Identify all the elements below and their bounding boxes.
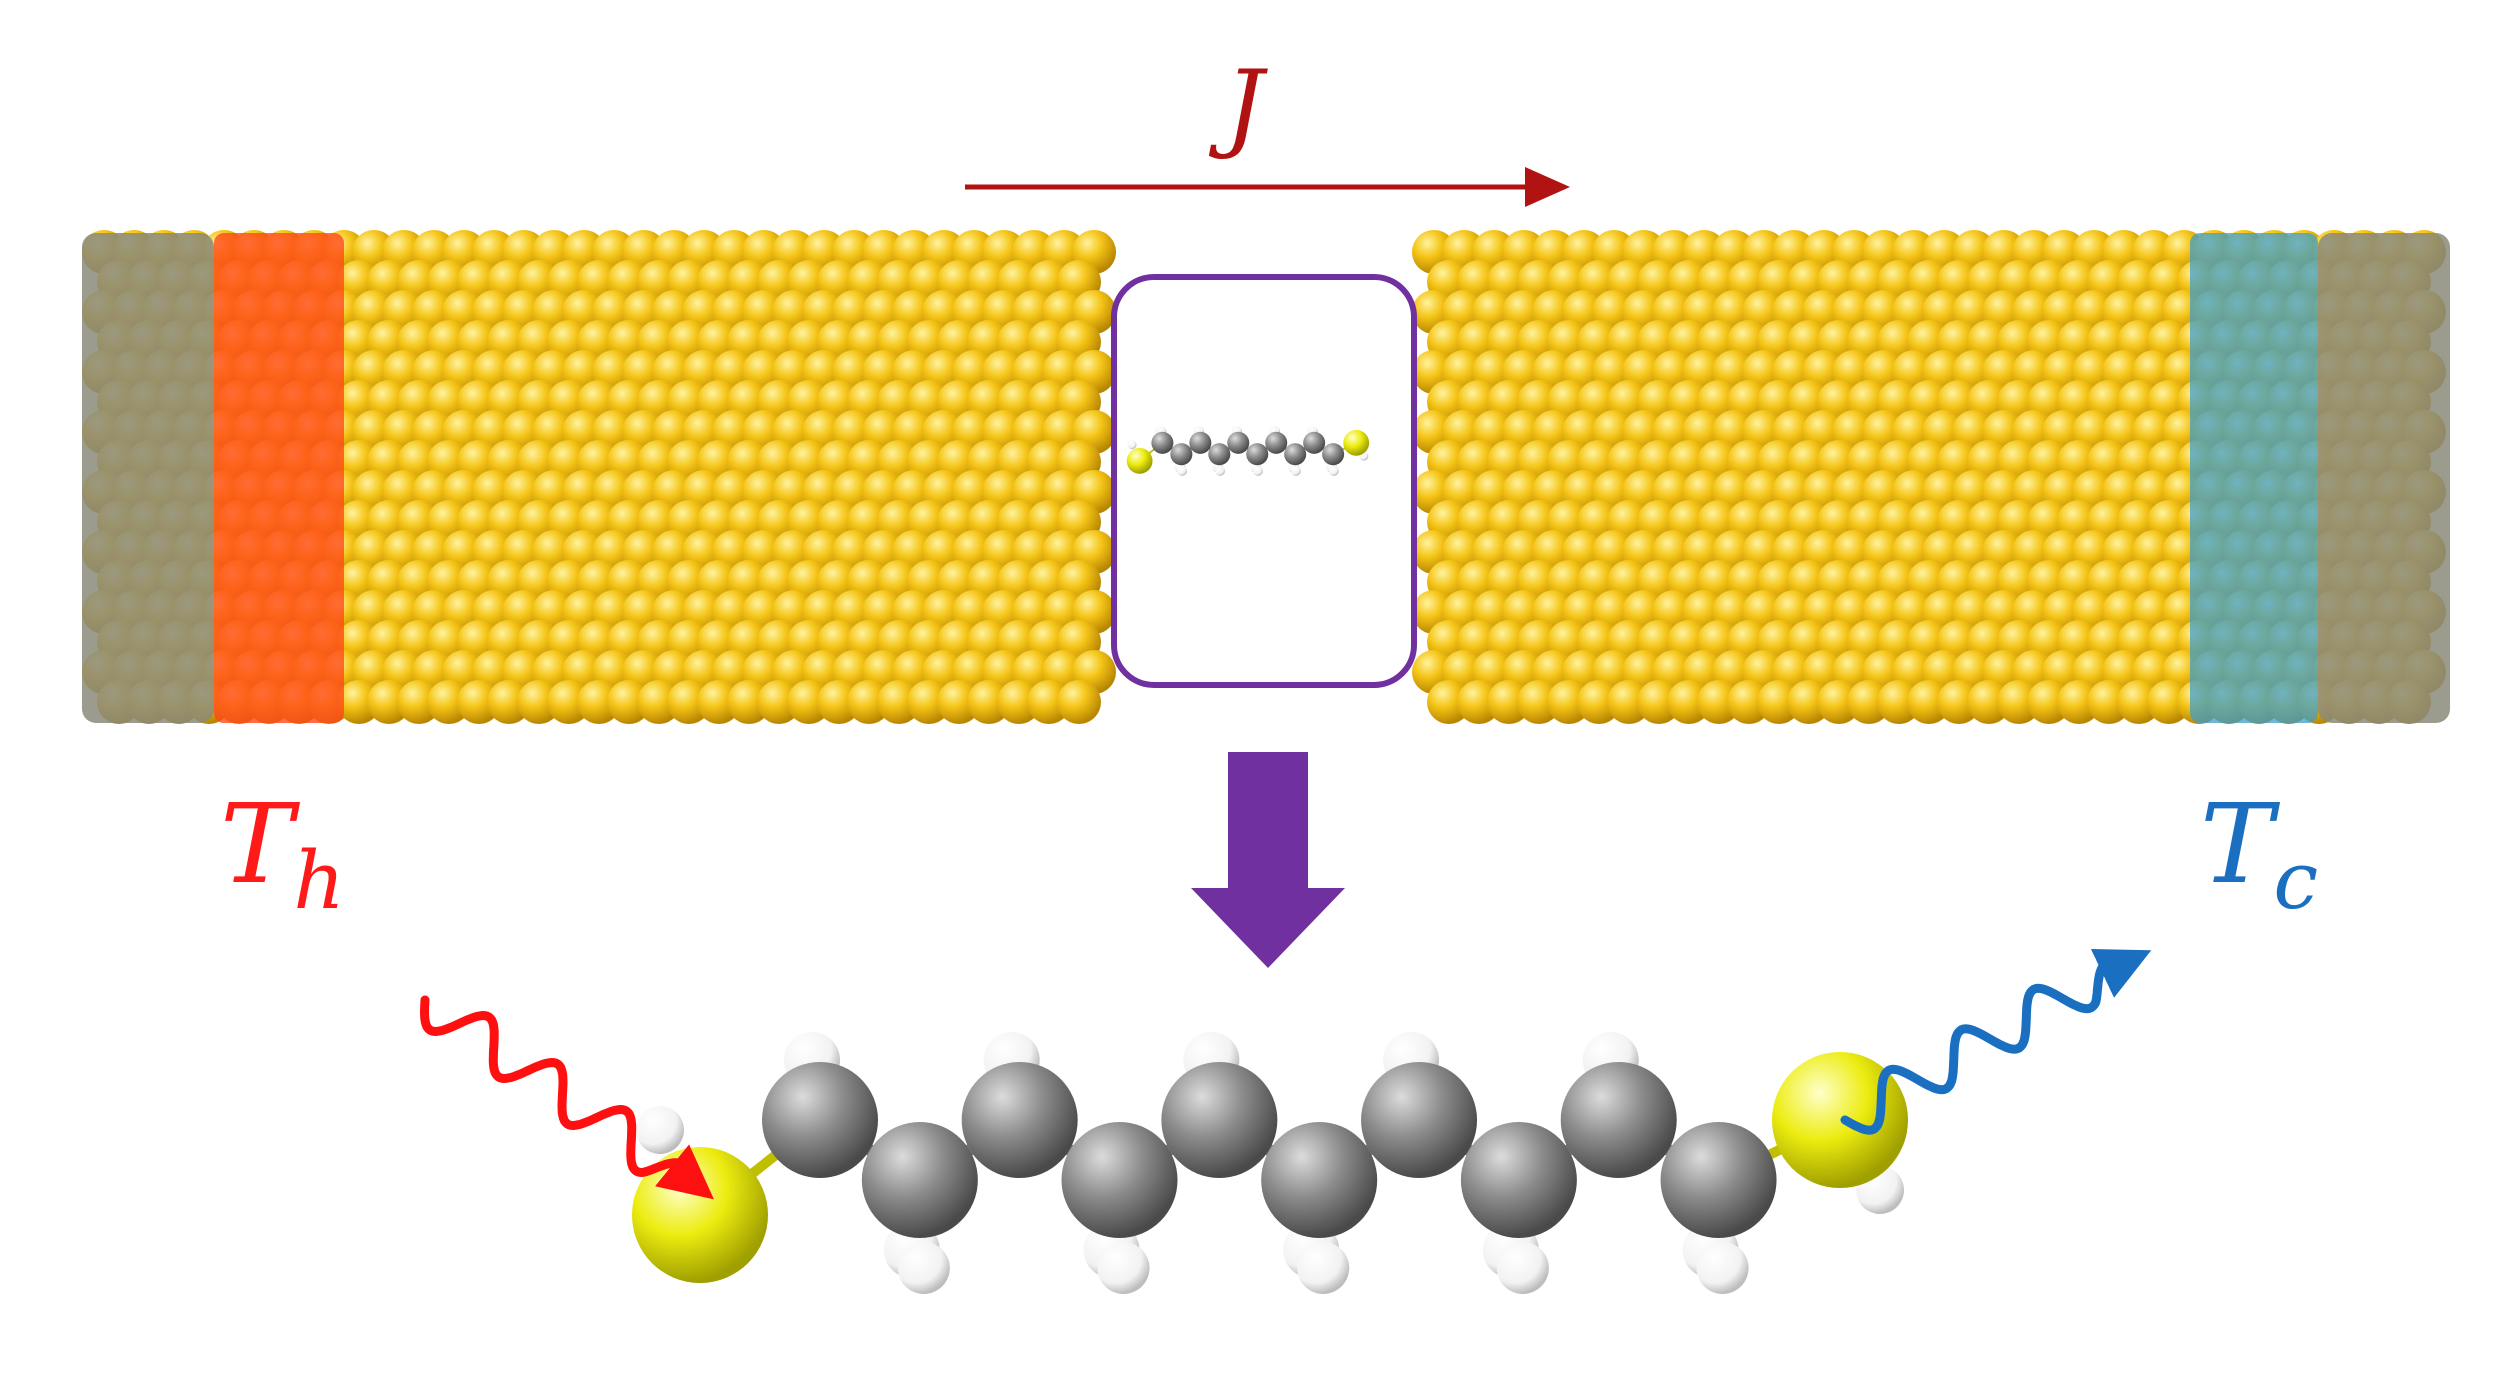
gold-atom — [1057, 680, 1101, 724]
carbon-atom — [1261, 1122, 1378, 1238]
carbon-atom — [861, 1122, 978, 1238]
sulfur-atom — [1126, 447, 1153, 474]
molecular-junction-frame — [1111, 274, 1417, 688]
left-fixed-region — [82, 233, 214, 723]
carbon-atom — [1265, 431, 1288, 454]
hydrogen-atom — [1127, 440, 1137, 450]
incoming-phonon-wave-arrow — [419, 995, 714, 1200]
hydrogen-atom — [1097, 1242, 1150, 1294]
carbon-atom — [1161, 1062, 1278, 1178]
carbon-atom — [1189, 431, 1212, 454]
carbon-atom — [1170, 443, 1193, 466]
hydrogen-atom — [1696, 1242, 1749, 1294]
sulfur-atom — [1343, 429, 1370, 456]
carbon-atom — [1303, 431, 1326, 454]
zoom-arrow — [1191, 752, 1345, 968]
carbon-atom — [1560, 1062, 1677, 1178]
hydrogen-atom — [897, 1242, 950, 1294]
hydrogen-atom — [1177, 465, 1188, 476]
carbon-atom — [961, 1062, 1078, 1178]
cold-temperature-label: Tc — [2200, 780, 2319, 927]
carbon-atom — [1660, 1122, 1777, 1238]
carbon-atom — [1460, 1122, 1577, 1238]
outgoing-phonon-wave-arrow — [1840, 949, 2152, 1135]
carbon-atom — [1061, 1122, 1178, 1238]
right-fixed-region — [2318, 233, 2450, 723]
alkanedithiol-molecule — [632, 1032, 1908, 1294]
hydrogen-atom — [1253, 465, 1263, 476]
hydrogen-atom — [1291, 465, 1301, 476]
hot-reservoir-region — [214, 233, 344, 723]
hydrogen-atom — [636, 1106, 684, 1154]
hot-temperature-label: Th — [220, 780, 345, 927]
heat-flux-label: J — [1225, 50, 1264, 162]
carbon-atom — [1322, 443, 1345, 466]
hydrogen-atom — [1215, 465, 1226, 476]
carbon-atom — [1227, 431, 1250, 454]
carbon-atom — [1208, 443, 1231, 466]
hydrogen-atom — [1297, 1242, 1350, 1294]
carbon-atom — [1284, 443, 1307, 466]
hydrogen-atom — [1328, 465, 1339, 476]
carbon-atom — [762, 1062, 878, 1178]
junction-molecule-small — [1126, 426, 1370, 476]
carbon-atom — [1246, 443, 1269, 466]
carbon-atom — [1361, 1062, 1478, 1178]
hydrogen-atom — [1496, 1242, 1549, 1294]
cold-reservoir-region — [2190, 233, 2318, 723]
sulfur-atom — [1772, 1052, 1908, 1188]
carbon-atom — [1151, 431, 1174, 454]
